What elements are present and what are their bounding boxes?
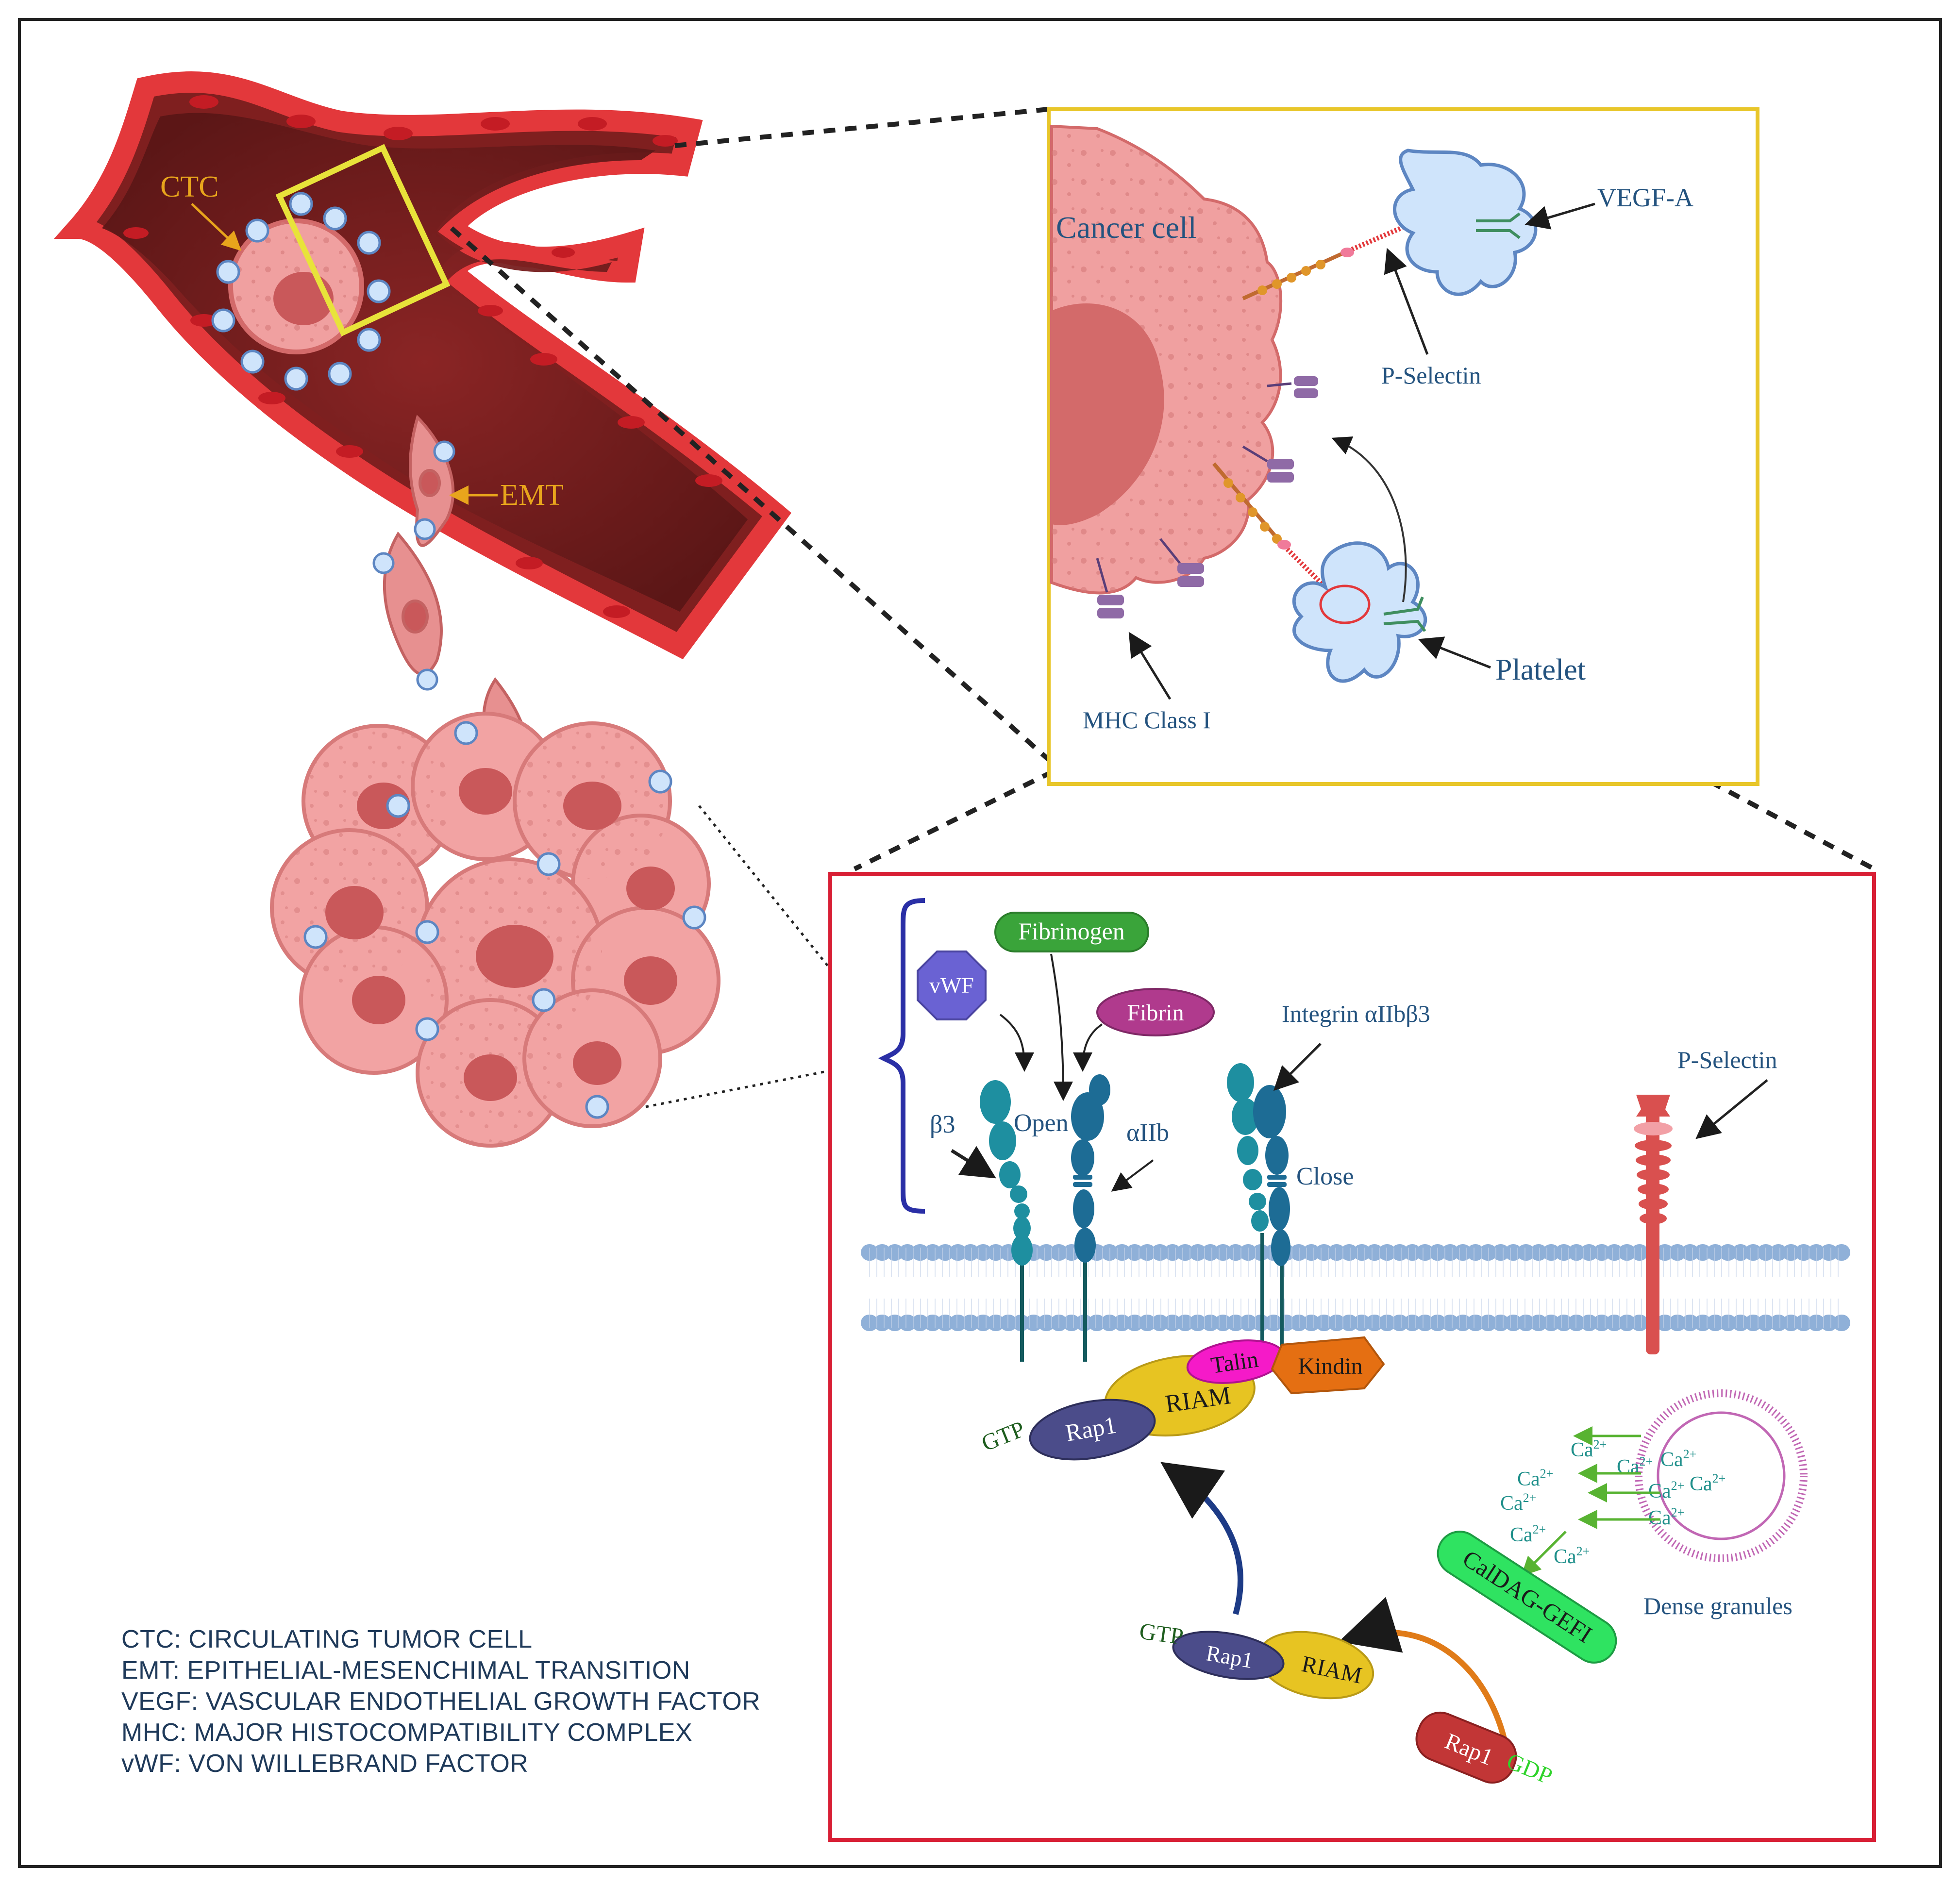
beta3-arrow: [951, 1146, 996, 1179]
ctc-arrow: [191, 203, 242, 251]
calcium-ions: Ca2+ Ca2+ Ca2+ Ca2+ Ca2+ Ca2+ Ca2+ Ca2+ …: [1500, 1437, 1725, 1568]
gef-arrow: [1339, 1597, 1510, 1755]
svg-text:Ca2+: Ca2+: [1500, 1491, 1536, 1515]
vwf-arrow: [999, 1014, 1034, 1072]
svg-text:Ca2+: Ca2+: [1517, 1467, 1553, 1490]
open-label: Open: [1014, 1109, 1069, 1137]
platelet-label: Platelet: [1495, 653, 1586, 686]
kindin-label: Kindin: [1298, 1353, 1362, 1379]
platelet-top: [1393, 149, 1538, 296]
integrin-closed: [1227, 1063, 1290, 1350]
alpha-iib-label: αIIb: [1126, 1119, 1169, 1147]
p-selectin-protein: [1634, 1095, 1673, 1354]
activation-arrow: [1160, 1462, 1243, 1615]
p-selectin-arrow-bottom: [1695, 1079, 1768, 1139]
zoom-box-vessel: [275, 144, 451, 336]
svg-text:Ca2+: Ca2+: [1648, 1505, 1684, 1529]
svg-text:Ca2+: Ca2+: [1554, 1544, 1590, 1568]
gtp-label-bottom: GTP: [1138, 1618, 1185, 1650]
ctc-label: CTC: [160, 170, 219, 203]
fibrin-arrow: [1073, 1023, 1103, 1072]
svg-text:Ca2+: Ca2+: [1690, 1471, 1725, 1495]
cancer-cell-label: Cancer cell: [1056, 210, 1197, 245]
outer-frame: [18, 18, 1942, 1868]
p-selectin-arrow-top: [1384, 248, 1429, 355]
p-selectin-binding-bottom: [1212, 462, 1332, 594]
svg-text:Ca2+: Ca2+: [1660, 1447, 1696, 1471]
mhc-receptors: [1096, 376, 1318, 618]
platelet-arrow: [1418, 636, 1491, 669]
fibrinogen-arrow: [1050, 953, 1073, 1101]
alpha-iib-arrow: [1111, 1159, 1154, 1192]
dense-granule: [1635, 1389, 1808, 1562]
close-label: Close: [1296, 1163, 1354, 1190]
vwf-octagon: vWF: [917, 951, 987, 1020]
fibrinogen-pill: Fibrinogen: [994, 912, 1149, 952]
blood-vessel: [54, 71, 791, 660]
dense-granules-label: Dense granules: [1643, 1592, 1792, 1619]
vegf-a-arrow: [1524, 202, 1595, 230]
vegf-a-label: VEGF-A: [1597, 183, 1693, 212]
svg-text:Ca2+: Ca2+: [1648, 1479, 1684, 1502]
ligand-bracket: [878, 898, 925, 1214]
p-selectin-label-bottom: P-Selectin: [1677, 1046, 1777, 1073]
platelet-bottom: [1292, 541, 1427, 683]
adaptor-complex-bottom: RIAM Rap1 GTP: [1138, 1618, 1374, 1700]
integrin-arrow: [1273, 1043, 1322, 1091]
calcium-arrows: [1521, 1426, 1660, 1577]
legend-item: vWF: VON WILLEBRAND FACTOR: [121, 1750, 529, 1778]
vwf-label: vWF: [929, 973, 974, 998]
legend-item: EMT: EPITHELIAL-MESENCHIMAL TRANSITION: [121, 1656, 690, 1685]
legend-item: CTC: CIRCULATING TUMOR CELL: [121, 1625, 533, 1653]
abbreviation-legend: CTC: CIRCULATING TUMOR CELL EMT: EPITHEL…: [121, 1624, 850, 1779]
legend-item: MHC: MAJOR HISTOCOMPATIBILITY COMPLEX: [121, 1718, 693, 1747]
emt-label: EMT: [500, 479, 564, 512]
fibrin-label: Fibrin: [1127, 1000, 1184, 1026]
integrin-label: Integrin αIIbβ3: [1282, 1000, 1430, 1027]
fibrinogen-label: Fibrinogen: [1018, 917, 1124, 945]
legend-item: VEGF: VASCULAR ENDOTHELIAL GROWTH FACTOR: [121, 1687, 761, 1716]
beta3-label: β3: [930, 1111, 955, 1138]
tumor-mass: [270, 712, 720, 1148]
svg-text:Ca2+: Ca2+: [1510, 1522, 1546, 1546]
fibrin-pill: Fibrin: [1096, 988, 1215, 1036]
p-selectin-label-top: P-Selectin: [1381, 362, 1481, 389]
mhc-label: MHC Class I: [1083, 706, 1211, 734]
binding-curve-arrow: [1331, 436, 1407, 602]
mhc-arrow: [1128, 632, 1172, 700]
